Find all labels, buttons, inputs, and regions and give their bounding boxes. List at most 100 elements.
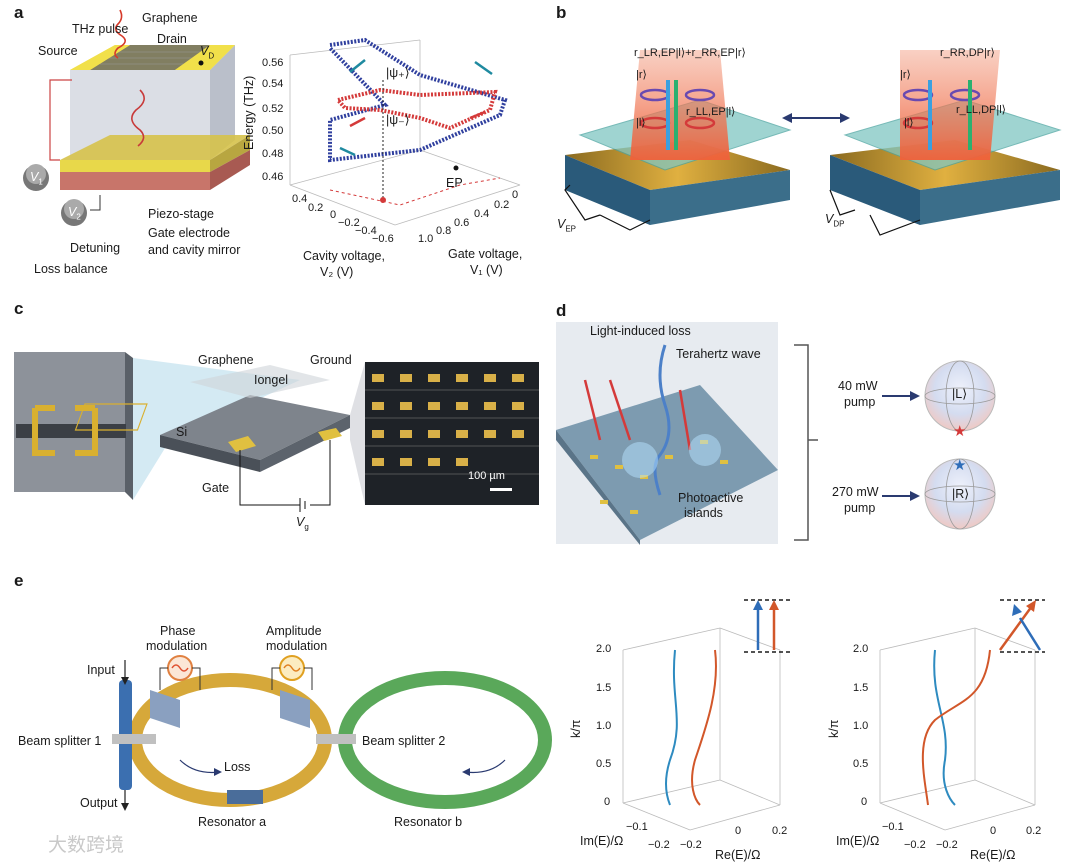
b-right-top-label: r_RR,DP|r⟩ [940, 47, 995, 59]
e1-re-label: Re(E)/Ω [715, 848, 761, 862]
e2-retick-2: 0 [990, 825, 997, 837]
e-amp-label-1: Amplitude [266, 624, 322, 638]
c-ground-label: Ground [310, 353, 352, 367]
b-right-l: |l⟩ [904, 117, 914, 129]
v2-label: V2 [68, 205, 81, 222]
e1-imtick-2: −0.2 [648, 839, 670, 851]
detuning-label: Detuning [70, 241, 121, 255]
loss-balance-label: Loss balance [34, 262, 108, 276]
source-label: Source [38, 44, 78, 58]
e-bs1-label: Beam splitter 1 [18, 734, 102, 748]
ytick-1: 1.0 [418, 233, 434, 245]
c-vg-label: Vg [296, 515, 309, 532]
cavity-voltage-label-2: V₂ (V) [320, 265, 354, 279]
e1-ylabel: k/π [569, 719, 583, 738]
psi-plus-label: |ψ₊⟩ [386, 66, 410, 80]
b-right-r: |r⟩ [900, 69, 911, 81]
ztick-1: 0.56 [262, 57, 284, 69]
ytick-6: 0 [512, 189, 519, 201]
e1-retick-3: 0.2 [772, 825, 788, 837]
graphene-label: Graphene [142, 11, 198, 25]
svg-text:★: ★ [953, 422, 966, 440]
ztick-2: 0.54 [262, 78, 284, 90]
e-amp-label-2: modulation [266, 639, 328, 653]
panel-label-d: d [556, 301, 567, 320]
e2-ylabel: k/π [827, 719, 841, 738]
e1-retick-2: 0 [735, 825, 742, 837]
c-si-label: Si [176, 425, 188, 439]
d-pump2-label-2: pump [844, 501, 876, 515]
panel-label-c: c [14, 299, 24, 318]
e-phase-label-2: modulation [146, 639, 208, 653]
panel-label-a: a [14, 3, 24, 22]
drain-label: Drain [157, 32, 187, 46]
e2-im-label: Im(E)/Ω [836, 834, 880, 848]
e1-imtick-1: −0.1 [626, 821, 648, 833]
ep-label: EP [446, 176, 463, 190]
c-scalebar-label: 100 µm [468, 470, 505, 482]
b-left-l: |l⟩ [636, 117, 646, 129]
xtick-4: −0.2 [338, 217, 360, 229]
d-state-L: |L⟩ [952, 387, 968, 401]
e-loss-label: Loss [224, 760, 251, 774]
d-light-loss-label: Light-induced loss [590, 324, 691, 338]
e2-ytick-1: 2.0 [853, 643, 869, 655]
e1-ytick-1: 2.0 [596, 643, 612, 655]
e-bs2-label: Beam splitter 2 [362, 734, 446, 748]
d-state-R: |R⟩ [952, 487, 970, 501]
e1-retick-1: −0.2 [680, 839, 702, 851]
e-input-label: Input [87, 663, 115, 677]
e2-imtick-1: −0.1 [882, 821, 904, 833]
gate-voltage-label-2: V₁ (V) [470, 263, 503, 277]
ytick-5: 0.2 [494, 199, 510, 211]
e2-imtick-2: −0.2 [904, 839, 926, 851]
cavity-voltage-label-1: Cavity voltage, [303, 249, 385, 263]
d-pump1-label-2: pump [844, 395, 876, 409]
e1-ytick-4: 0.5 [596, 758, 612, 770]
e-phase-label-1: Phase [160, 624, 196, 638]
e-resonator-a-label: Resonator a [198, 815, 267, 829]
d-pump2-label-1: 270 mW [832, 485, 879, 499]
v-ep-label: VEP [557, 217, 577, 234]
xtick-6: −0.6 [372, 233, 394, 245]
c-iongel-label: Iongel [254, 373, 289, 387]
d-photoactive-label-1: Photoactive [678, 491, 744, 505]
ytick-3: 0.6 [454, 217, 470, 229]
xtick-5: −0.4 [355, 225, 377, 237]
b-left-ll: r_LL,EP|l⟩ [686, 106, 736, 118]
v1-label: V1 [30, 170, 43, 187]
panel-label-b: b [556, 3, 567, 22]
e2-ytick-5: 0 [861, 796, 868, 808]
e1-ytick-5: 0 [604, 796, 611, 808]
cavity-mirror-label: and cavity mirror [148, 243, 241, 257]
ztick-6: 0.46 [262, 171, 284, 183]
e-resonator-b-label: Resonator b [394, 815, 463, 829]
e1-ytick-3: 1.0 [596, 720, 612, 732]
b-right-ll: r_LL,DP|l⟩ [956, 104, 1006, 116]
gate-electrode-label: Gate electrode [148, 226, 230, 240]
e2-ytick-4: 0.5 [853, 758, 869, 770]
e2-retick-3: 0.2 [1026, 825, 1042, 837]
gate-voltage-label-1: Gate voltage, [448, 247, 523, 261]
ytick-2: 0.8 [436, 225, 452, 237]
d-thz-wave-label: Terahertz wave [676, 347, 761, 361]
ytick-4: 0.4 [474, 208, 490, 220]
e2-ytick-3: 1.0 [853, 720, 869, 732]
d-photoactive-label-2: islands [684, 506, 723, 520]
ztick-4: 0.50 [262, 125, 284, 137]
energy-axis-label: Energy (THz) [242, 75, 256, 150]
xtick-1: 0.4 [292, 193, 308, 205]
c-graphene-label: Graphene [198, 353, 254, 367]
ztick-3: 0.52 [262, 103, 284, 115]
piezo-label: Piezo-stage [148, 207, 215, 221]
e1-im-label: Im(E)/Ω [580, 834, 624, 848]
e2-retick-1: −0.2 [936, 839, 958, 851]
xtick-3: 0 [330, 209, 337, 221]
